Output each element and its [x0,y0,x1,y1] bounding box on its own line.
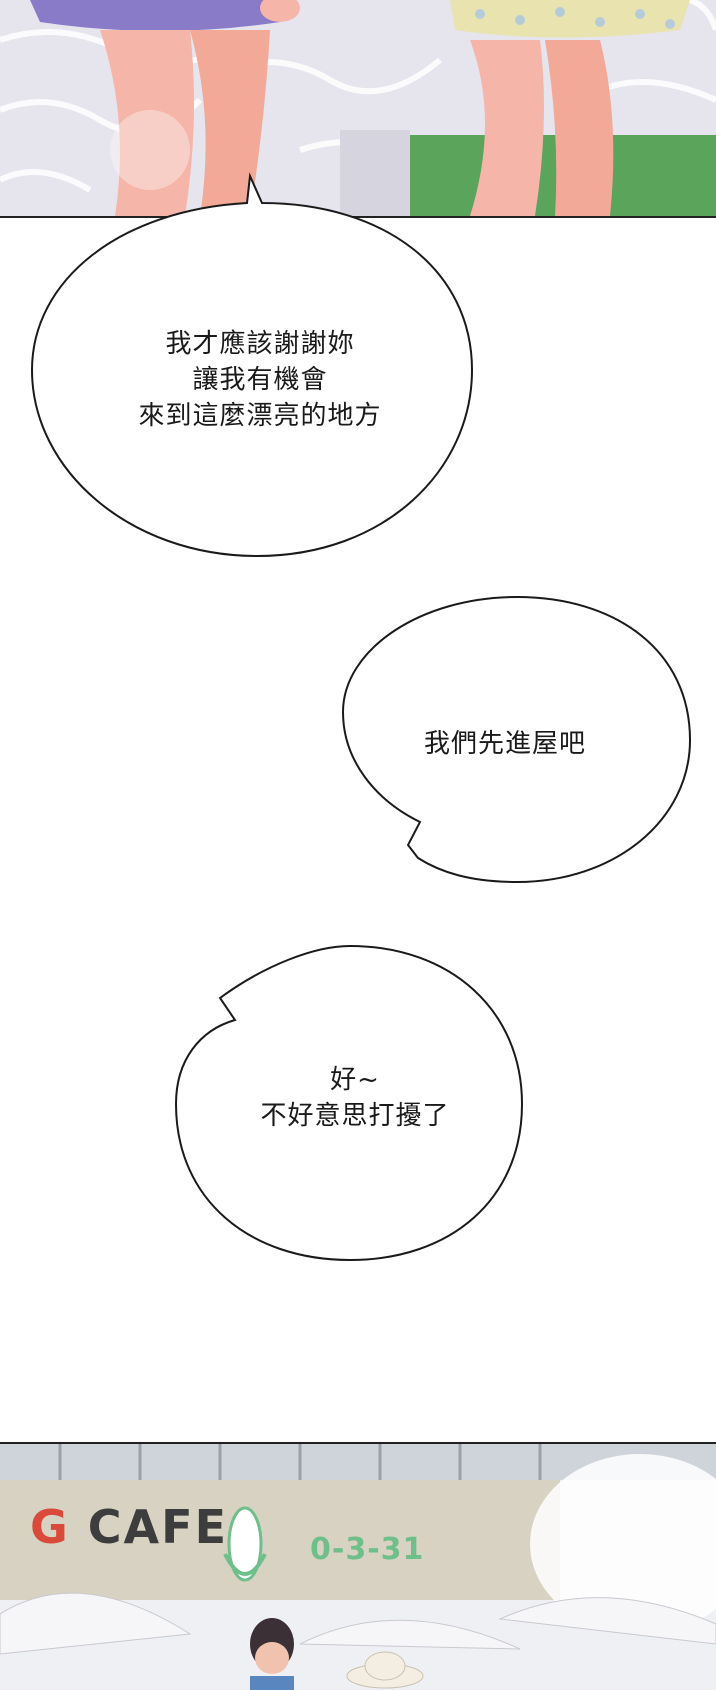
bottom-panel-illustration: G CAFE 0-3-31 [0,1442,716,1690]
cafe-scene [0,1444,716,1690]
speech-line: 來到這麼漂亮的地方 [138,401,382,431]
cafe-sign: G CAFE [30,1500,228,1554]
legs-scene [0,0,716,216]
speech-text-3: 好~ 不好意思打擾了 [190,1062,520,1134]
speech-line: 不好意思打擾了 [260,1101,450,1131]
cafe-sign-prefix: G [30,1500,70,1554]
cafe-sign-name: CAFE [87,1500,228,1554]
speech-text-2: 我們先進屋吧 [355,726,655,762]
speech-text-1: 我才應該謝謝妳 讓我有機會 來到這麼漂亮的地方 [60,326,460,434]
speech-line: 我才應該謝謝妳 [165,329,355,359]
speech-line: 讓我有機會 [192,365,328,395]
cafe-number: 0-3-31 [310,1532,425,1567]
speech-line: 好~ [330,1065,380,1095]
top-panel-illustration [0,0,716,218]
speech-line: 我們先進屋吧 [423,729,586,759]
